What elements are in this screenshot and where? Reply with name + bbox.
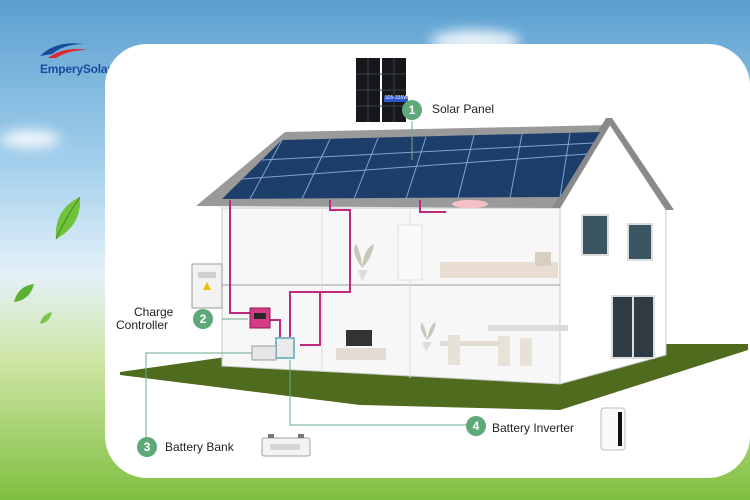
ceiling-light <box>452 200 488 208</box>
label-battery-inverter: Battery Inverter <box>492 421 575 435</box>
label-solar-panel: Solar Panel <box>432 102 495 116</box>
leader-lines <box>145 121 470 440</box>
wiring <box>229 200 446 346</box>
leaf-icon <box>14 284 34 302</box>
solar-panel-icon <box>356 58 408 122</box>
tv <box>346 330 372 346</box>
brand-name: EmperySolar <box>40 62 112 76</box>
window <box>627 223 653 261</box>
plant-downstairs <box>420 322 436 352</box>
door <box>397 224 423 281</box>
inverter-wall-unit <box>275 337 295 359</box>
label-charge: Charge <box>134 305 174 319</box>
bed <box>440 262 558 278</box>
battery-inverter-icon <box>600 407 626 451</box>
label-controller: Controller <box>116 318 169 332</box>
battery-bank-icon <box>261 434 311 457</box>
dining-table <box>440 341 510 346</box>
leaf-icon <box>40 312 52 324</box>
brand-logo-icon <box>40 43 88 58</box>
window <box>581 214 609 256</box>
badge-1: 1 <box>402 100 422 120</box>
battery-pack <box>251 345 277 361</box>
label-battery-bank: Battery Bank <box>165 440 234 454</box>
leaf-icon <box>55 196 81 240</box>
badge-2: 2 <box>193 309 213 329</box>
panel-tag: 325-335W <box>385 95 409 101</box>
tv-stand <box>336 348 386 360</box>
roof-solar-array <box>222 132 600 199</box>
cloud <box>0 130 60 148</box>
badge-3: 3 <box>137 437 157 457</box>
plant-upstairs <box>354 244 374 282</box>
badge-4: 4 <box>466 416 486 436</box>
